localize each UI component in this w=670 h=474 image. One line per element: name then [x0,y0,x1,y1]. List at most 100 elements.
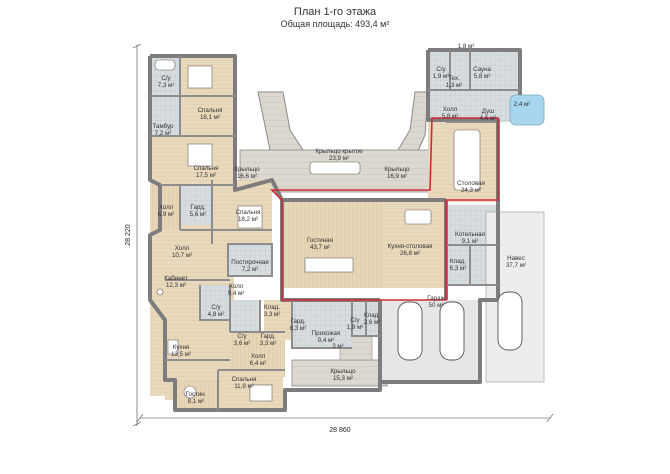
room-name: Холл [251,353,266,360]
room-label: Гард.3,3 м² [260,333,277,347]
room-label: Клад.2,6 м² [364,312,381,326]
toilet-icon [156,288,164,296]
furniture [154,59,481,402]
room-name: Гард. [190,204,205,211]
room-name: Котельная [455,231,485,238]
table-icon [404,209,432,225]
room-area: 1,9 м² [433,73,450,80]
room-name: Душ [482,108,494,115]
room-area: 50 м² [429,302,444,309]
room-label: Гард.8,3 м² [290,318,307,332]
room-area: 10,7 м² [172,252,192,259]
living-zone-outline [270,117,499,301]
plan-title: План 1-го этажа [293,6,377,18]
room-name: Тех. [448,75,460,82]
room-label: Гостин.8,1 м² [186,391,207,405]
room-area: 16,9 м² [387,173,407,180]
room-area: 1,3 м² [446,82,463,89]
room-area: 15,3 м² [333,375,353,382]
dimension-width: 28 860 [329,427,351,434]
table-icon [183,385,197,399]
room-name: Кухня-столовая [388,243,433,250]
room-area: 6,3 м² [450,265,467,272]
room-area: 2,6 м² [364,319,381,326]
room-label: Тех.1,3 м² [446,75,463,89]
room-name: Гараж [427,295,445,302]
room-area: 37,7 м² [506,262,526,269]
room-area: 26,8 м² [400,250,420,257]
room-area: 6,4 м² [250,360,267,367]
room-name: Гостиная [307,237,333,244]
room-name: Клад. [264,304,280,311]
room-area: 18,1 м² [200,114,220,121]
room-name: Клад. [364,312,380,319]
stove-icon [167,339,179,355]
bed-icon [249,384,273,402]
room-area: 7,2 м² [155,130,172,137]
room-name: Крыльцо [384,166,410,173]
room-name: Холл [175,245,190,252]
room-name: Кухня [173,344,190,351]
room-area: 13,5 м² [171,351,191,358]
room-area: 9,4 м² [318,337,335,344]
small-area-label: 3 м² [332,343,343,350]
room-label: Гард.5,6 м² [190,204,207,218]
dimension-height: 28 220 [125,224,132,246]
room-name: С/у [237,333,247,340]
room-name: Спальня [198,107,223,114]
room-area: 3,3 м² [260,340,277,347]
center-floors [264,50,545,383]
room-area: 11,9 м² [234,383,254,390]
room-name: Холл [229,283,244,290]
bed-icon [187,143,213,167]
room-name: Спальня [194,165,219,172]
small-area-label: 2,4 м² [514,101,531,108]
room-name: С/у [436,66,446,73]
room-name: Холл [159,204,174,211]
room-area: 8,1 м² [188,398,205,405]
room-area: 43,7 м² [310,244,330,251]
room-name: Крыльцо крытое [315,148,363,155]
room-area: 1,9 м² [347,324,364,331]
dimension-lines [132,43,554,427]
room-area: 6,9 м² [158,211,175,218]
room-name: С/у [350,317,360,324]
room-name: Холл [443,106,458,113]
room-area: 16,6 м² [237,173,257,180]
table-icon [453,129,481,191]
inner-walls [150,50,520,410]
room-name: Кабинет [164,275,188,282]
room-name: Крыльцо [234,166,260,173]
total-area: Общая площадь: 493,4 м² [280,19,390,29]
room-area: 7,2 м² [242,266,259,273]
room-name: Сауна [473,66,491,73]
room-area: 5,8 м² [442,113,459,120]
room-area: 24,3 м² [461,187,481,194]
room-area: 4,6 м² [480,115,497,122]
bed-icon [187,65,213,89]
bed-icon [237,205,263,229]
car-icon [397,301,423,361]
